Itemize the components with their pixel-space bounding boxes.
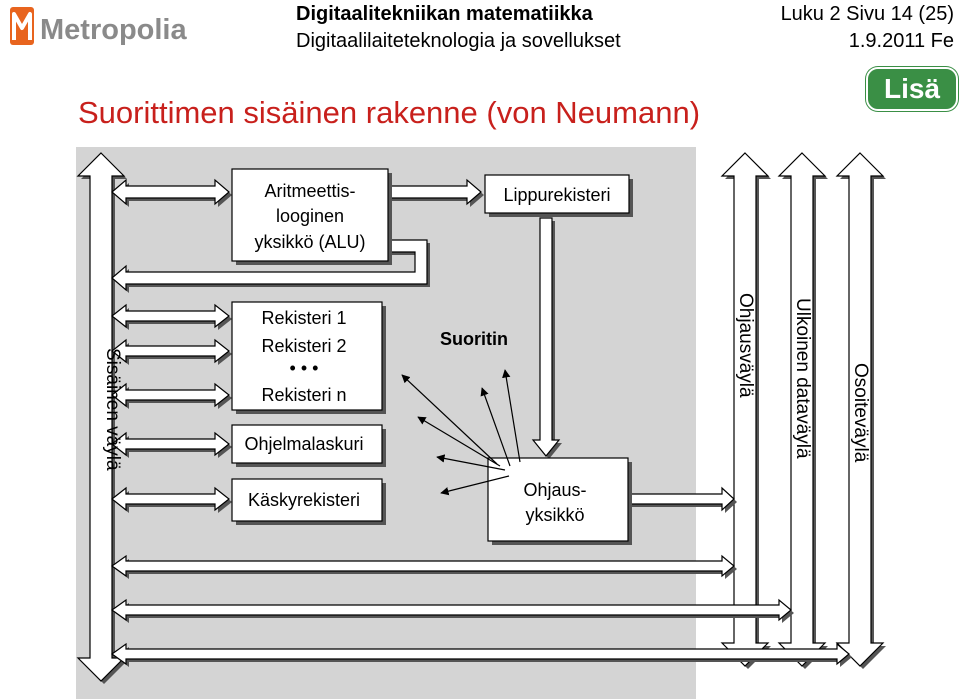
- address-bus-arrow: [835, 152, 885, 667]
- instruction-register-label: Käskyrekisteri: [248, 490, 360, 510]
- register-ellipsis: • • •: [290, 358, 319, 378]
- date-info: 1.9.2011 Fe: [848, 30, 954, 52]
- register-2-label: Rekisteri 2: [261, 336, 346, 356]
- register1-arrow: [111, 303, 230, 329]
- alu-to-flags-arrow: [384, 178, 482, 206]
- course-subtitle: Digitaalilaiteteknologia ja sovellukset: [296, 30, 621, 52]
- slide-title: Suorittimen sisäinen rakenne (von Neuman…: [78, 95, 701, 130]
- register-1-label: Rekisteri 1: [261, 308, 346, 328]
- logo-text: Metropolia: [40, 14, 187, 46]
- flags-box: [484, 174, 630, 214]
- control-unit-to-bus-arrow: [626, 486, 735, 512]
- instruction-register-box: [231, 478, 383, 522]
- register2-arrow: [111, 338, 230, 364]
- register-n-label: Rekisteri n: [261, 385, 346, 405]
- control-unit-label-2: yksikkö: [525, 505, 584, 525]
- control-bus-arrow: [720, 152, 770, 667]
- internal-bus-arrow: [76, 152, 126, 682]
- control-signals: [401, 369, 521, 496]
- registern-arrow: [111, 382, 230, 408]
- data-bus-link: [110, 598, 792, 622]
- control-unit-label-1: Ohjaus-: [523, 480, 586, 500]
- data-bus-label: Ulkoinen dataväylä: [792, 298, 813, 459]
- alu-label-1: Aritmeettis-: [264, 181, 355, 201]
- page-info: Luku 2 Sivu 14 (25): [780, 3, 954, 25]
- data-bus-arrow: [777, 152, 827, 667]
- control-bus-link: [110, 554, 735, 578]
- internal-bus-label: Sisäinen väylä: [102, 348, 123, 471]
- instruction-register-arrow: [111, 486, 230, 512]
- course-title: Digitaalitekniikan matematiikka: [296, 3, 593, 25]
- address-bus-label: Osoiteväylä: [850, 363, 871, 463]
- program-counter-label: Ohjelmalaskuri: [244, 434, 363, 454]
- alu-label-2: looginen: [276, 206, 344, 226]
- control-bus-label: Ohjausväylä: [735, 293, 756, 398]
- flags-label: Lippurekisteri: [503, 185, 610, 205]
- alu-bus-arrow: [111, 178, 230, 206]
- metropolia-logo: Metropolia: [10, 7, 187, 46]
- control-unit-box: [487, 457, 629, 542]
- address-bus-link: [110, 642, 850, 666]
- flags-to-control-arrow: [531, 217, 561, 457]
- registers-box: [231, 301, 383, 411]
- program-counter-arrow: [111, 431, 230, 457]
- lisa-button[interactable]: Lisä: [866, 67, 958, 111]
- program-counter-box: [231, 424, 383, 464]
- alu-box: [231, 168, 389, 262]
- alu-label-3: yksikkö (ALU): [254, 232, 365, 252]
- processor-label: Suoritin: [440, 329, 508, 349]
- alu-result-arrow: [111, 239, 428, 292]
